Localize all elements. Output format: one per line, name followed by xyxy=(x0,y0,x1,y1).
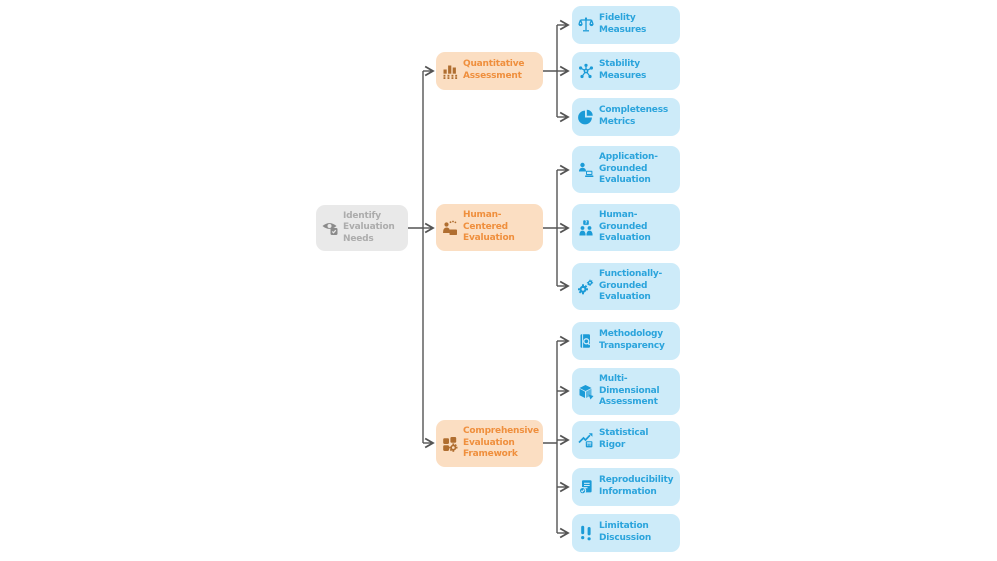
node-statistical-rigor: Statistical Rigor xyxy=(572,421,680,459)
node-label: Statistical Rigor xyxy=(599,428,649,450)
balance-scales-icon xyxy=(578,17,594,33)
pie-chart-icon xyxy=(578,109,594,125)
puzzle-gear-icon xyxy=(442,436,458,452)
presenter-icon xyxy=(442,220,458,236)
node-human-grounded-evaluation: ? Human-Grounded Evaluation xyxy=(572,204,680,251)
node-label: Human-Grounded Evaluation xyxy=(599,210,651,244)
node-label: Quantitative Assessment xyxy=(463,59,525,81)
people-question-icon: ? xyxy=(578,220,594,236)
node-stability-measures: Stability Measures xyxy=(572,52,680,90)
node-functionally-grounded-evaluation: Functionally-Grounded Evaluation xyxy=(572,263,680,310)
node-quantitative-assessment: Quantitative Assessment xyxy=(436,52,543,90)
node-human-centered-evaluation: Human-Centered Evaluation xyxy=(436,204,543,251)
node-methodology-transparency: Methodology Transparency xyxy=(572,322,680,360)
node-identify-evaluation-needs: Identify Evaluation Needs xyxy=(316,205,408,251)
node-label: Stability Measures xyxy=(599,59,647,81)
node-application-grounded-evaluation: Application-Grounded Evaluation xyxy=(572,146,680,193)
gears-icon xyxy=(578,279,594,295)
svg-text:?: ? xyxy=(585,220,588,226)
node-reproducibility-information: Reproducibility Information xyxy=(572,468,680,506)
network-nodes-icon xyxy=(578,63,594,79)
bar-chart-icon xyxy=(442,63,458,79)
eye-check-icon xyxy=(322,220,338,236)
double-exclamation-icon xyxy=(578,525,594,541)
document-check-icon xyxy=(578,479,594,495)
node-label: Comprehensive Evaluation Framework xyxy=(463,426,539,460)
node-comprehensive-evaluation-framework: Comprehensive Evaluation Framework xyxy=(436,420,543,467)
node-label: Application-Grounded Evaluation xyxy=(599,152,658,186)
book-magnifier-icon xyxy=(578,333,594,349)
node-multi-dimensional-assessment: Multi-Dimensional Assessment xyxy=(572,368,680,415)
node-label: Functionally-Grounded Evaluation xyxy=(599,269,663,303)
person-laptop-icon xyxy=(578,162,594,178)
cube-icon xyxy=(578,384,594,400)
node-label: Reproducibility Information xyxy=(599,475,674,497)
node-label: Completeness Metrics xyxy=(599,105,669,127)
node-completeness-metrics: Completeness Metrics xyxy=(572,98,680,136)
node-label: Fidelity Measures xyxy=(599,13,647,35)
node-label: Limitation Discussion xyxy=(599,521,652,543)
node-label: Identify Evaluation Needs xyxy=(343,210,395,244)
node-label: Multi-Dimensional Assessment xyxy=(599,374,660,408)
node-label: Human-Centered Evaluation xyxy=(463,210,515,244)
node-fidelity-measures: Fidelity Measures xyxy=(572,6,680,44)
node-limitation-discussion: Limitation Discussion xyxy=(572,514,680,552)
node-label: Methodology Transparency xyxy=(599,329,665,351)
trend-calculator-icon xyxy=(578,432,594,448)
